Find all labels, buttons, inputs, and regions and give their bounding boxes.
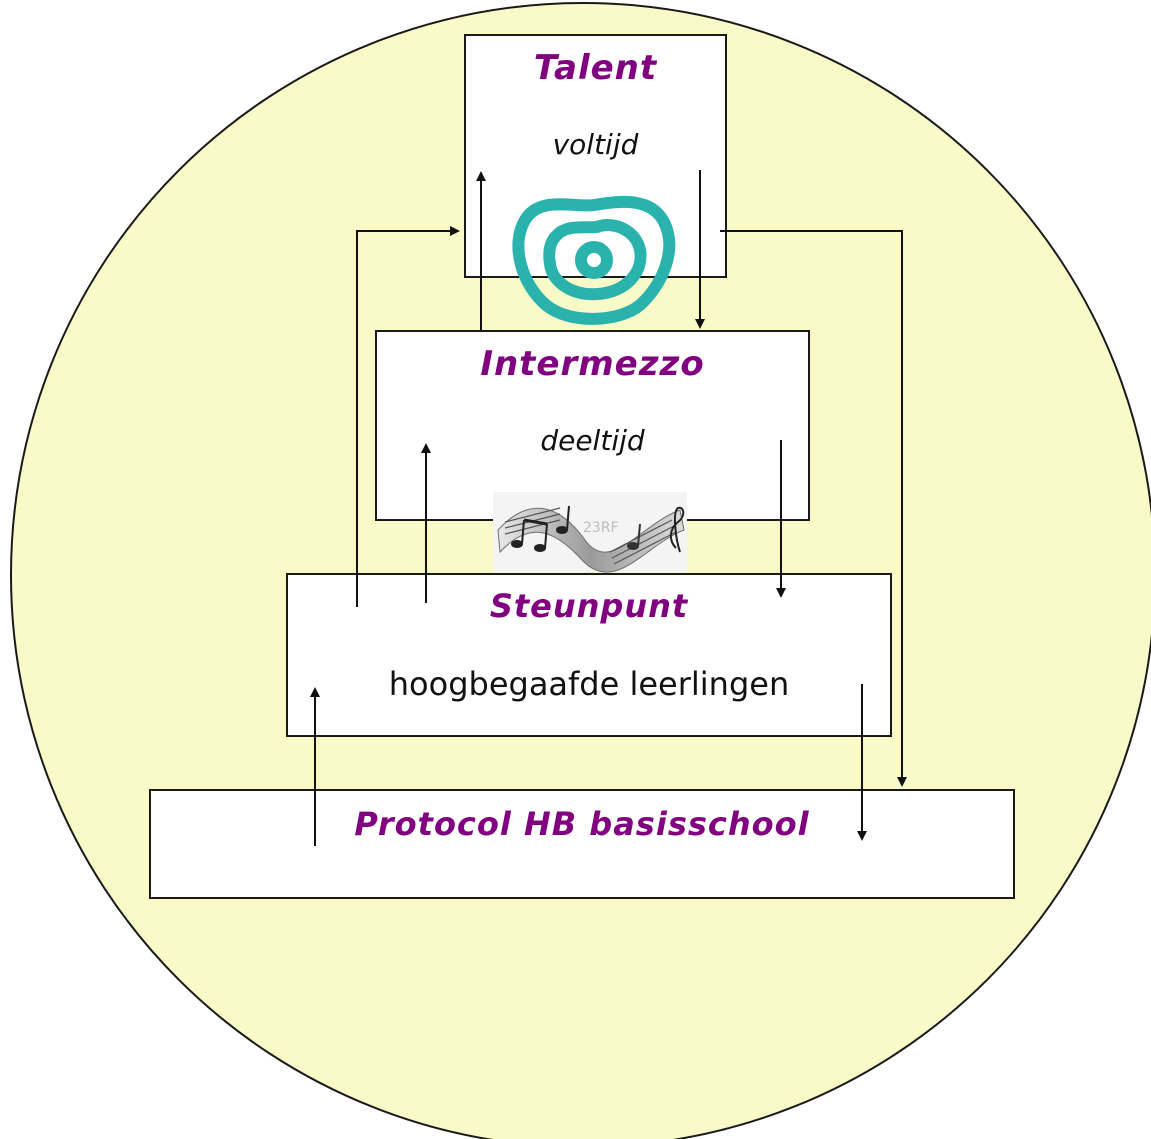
steunpunt-subtitle: hoogbegaafde leerlingen — [388, 665, 790, 703]
steunpunt-title: Steunpunt — [489, 587, 689, 625]
svg-text:23RF: 23RF — [583, 520, 619, 536]
protocol-box: Protocol HB basisschool — [149, 789, 1015, 899]
talent-box: Talent voltijd — [464, 34, 727, 278]
arrow-steunpunt-to-talent — [356, 226, 460, 607]
intermezzo-box: Intermezzo deeltijd — [375, 330, 810, 521]
protocol-title: Protocol HB basisschool — [354, 805, 810, 843]
talent-title: Talent — [533, 48, 658, 88]
arrow-talent-to-protocol — [720, 230, 907, 787]
intermezzo-subtitle: deeltijd — [540, 424, 645, 457]
intermezzo-title: Intermezzo — [480, 344, 705, 384]
talent-subtitle: voltijd — [552, 128, 639, 161]
steunpunt-box: Steunpunt hoogbegaafde leerlingen — [286, 573, 892, 737]
